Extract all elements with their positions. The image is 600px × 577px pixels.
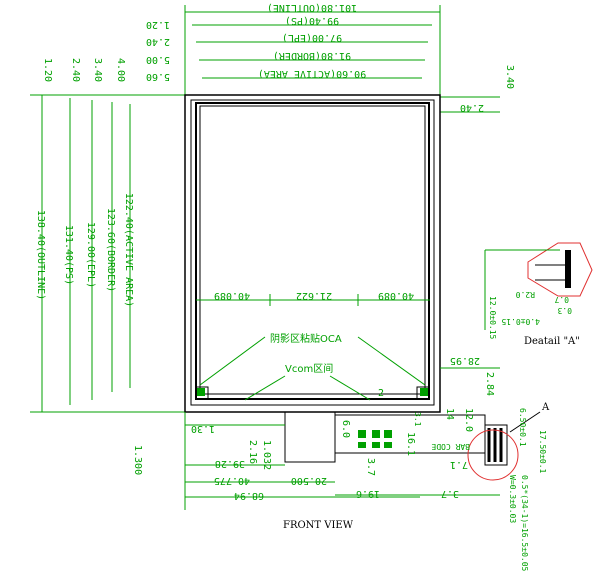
dim-right-offset-side: 2.40 <box>460 102 484 113</box>
dim-bottom-37b: 3.7 <box>365 458 376 476</box>
detail-a-group: Deatail "A" R2.0 12.0±0.15 4.0±0.15 0.7 … <box>484 242 593 347</box>
note-oca: 阴影区粘贴OCA <box>270 332 342 345</box>
dim-active-height: 122.40(ACTIVE AREA) <box>123 193 134 307</box>
dim-bottom-284: 2.84 <box>484 372 495 396</box>
fpc-dim-w: W=0.3±0.03 <box>508 475 517 523</box>
top-dimension-group: 101.80(OUTLINE) 99.40(PS) 97.00(EPL) 91.… <box>146 2 515 113</box>
fpc-dim-1750: 17.50±0.1 <box>538 430 547 474</box>
left-dimension-group: 138.40(OUTLINE) 131.40(PS) 129.00(EPL) 1… <box>30 58 185 413</box>
dim-vtop-1: 1.20 <box>42 58 53 82</box>
dim-active-width: 90.60(ACTIVE AREA) <box>258 68 366 79</box>
dim-bottom-2895: 28.95 <box>450 355 480 366</box>
dim-outline-width: 101.80(OUTLINE) <box>267 2 357 13</box>
dim-bottom-60: 6.0 <box>340 420 351 438</box>
dim-bottom-1032: 1.032 <box>261 440 272 470</box>
dim-left-offset-1: 1.20 <box>146 19 170 30</box>
dim-epl-height: 129.00(EPL) <box>85 222 96 288</box>
dim-bottom-14: 14 <box>444 408 455 420</box>
dim-vtop-4: 4.00 <box>115 58 126 82</box>
dim-border-height: 123.60(BORDER) <box>105 208 116 292</box>
dim-vtop-2: 2.40 <box>70 58 81 82</box>
dim-bottom-196: 19.6 <box>356 488 380 499</box>
dim-mid-center: 21.622 <box>296 290 332 301</box>
dim-ps-height: 131.40(PS) <box>63 225 74 285</box>
dim-bottom-6894: 68.94 <box>234 490 264 501</box>
dim-bottom-20500: 20.500 <box>291 475 327 486</box>
fpc-group: A BAR CODE 6.50±0.1 17.50±0.1 W=0.3±0.03… <box>284 402 550 572</box>
dim-ps-width: 99.40(PS) <box>285 15 339 26</box>
fpc-bar-code: BAR CODE <box>431 442 470 451</box>
fpc-dim-pitch: 0.5*(34-1)=16.5±0.05 <box>520 475 529 572</box>
view-title: FRONT VIEW <box>283 520 354 531</box>
detail-d015b: 4.0±0.15 <box>501 317 540 326</box>
dim-bottom-216: 2.16 <box>247 440 258 464</box>
dim-mid-left: 40.089 <box>214 290 250 301</box>
dim-bottom-71: 7.1 <box>450 459 468 470</box>
dim-bottom-130: 1.30 <box>191 423 215 434</box>
dim-left-offset-2: 2.40 <box>146 36 170 47</box>
dim-border-width: 91.80(BORDER) <box>273 50 351 61</box>
dim-bottom-40775: 40.775 <box>214 475 250 486</box>
dim-right-offset-top: 3.40 <box>504 65 515 89</box>
dim-bottom-37a: 3.7 <box>441 488 459 499</box>
dim-bottom-2: 2 <box>378 388 384 399</box>
dim-bottom-120: 12.0 <box>463 408 474 432</box>
note-vcom: Vcom区间 <box>285 362 333 375</box>
panel-outline <box>184 94 441 413</box>
dim-bottom-1300: 1.300 <box>132 445 143 475</box>
dim-left-offset-4: 5.60 <box>146 71 170 82</box>
dim-bottom-161: 16.1 <box>405 432 416 456</box>
dim-bottom-31: 3.1 <box>413 412 422 427</box>
detail-title: Deatail "A" <box>524 336 580 347</box>
dim-mid-right: 40.089 <box>378 290 414 301</box>
fpc-dim-650: 6.50±0.1 <box>518 408 527 447</box>
fpc-marker-a: A <box>541 402 550 413</box>
dim-left-offset-3: 5.00 <box>146 54 170 65</box>
mid-dimension-group: 40.089 21.622 40.089 阴影区粘贴OCA Vcom区间 <box>196 290 430 401</box>
bottom-dimension-group: 1.30 1.300 2.16 1.032 39.28 40.775 20.50… <box>132 355 500 510</box>
dim-outline-height: 138.40(OUTLINE) <box>35 210 46 300</box>
detail-r: R2.0 <box>516 290 535 299</box>
dim-vtop-3: 3.40 <box>92 58 103 82</box>
detail-d07: 0.7 <box>554 295 569 304</box>
dim-epl-width: 97.00(EPL) <box>282 32 342 43</box>
dim-bottom-3928: 39.28 <box>215 458 245 469</box>
detail-d03: 0.3 <box>557 306 572 315</box>
detail-d015a: 12.0±0.15 <box>488 296 497 340</box>
